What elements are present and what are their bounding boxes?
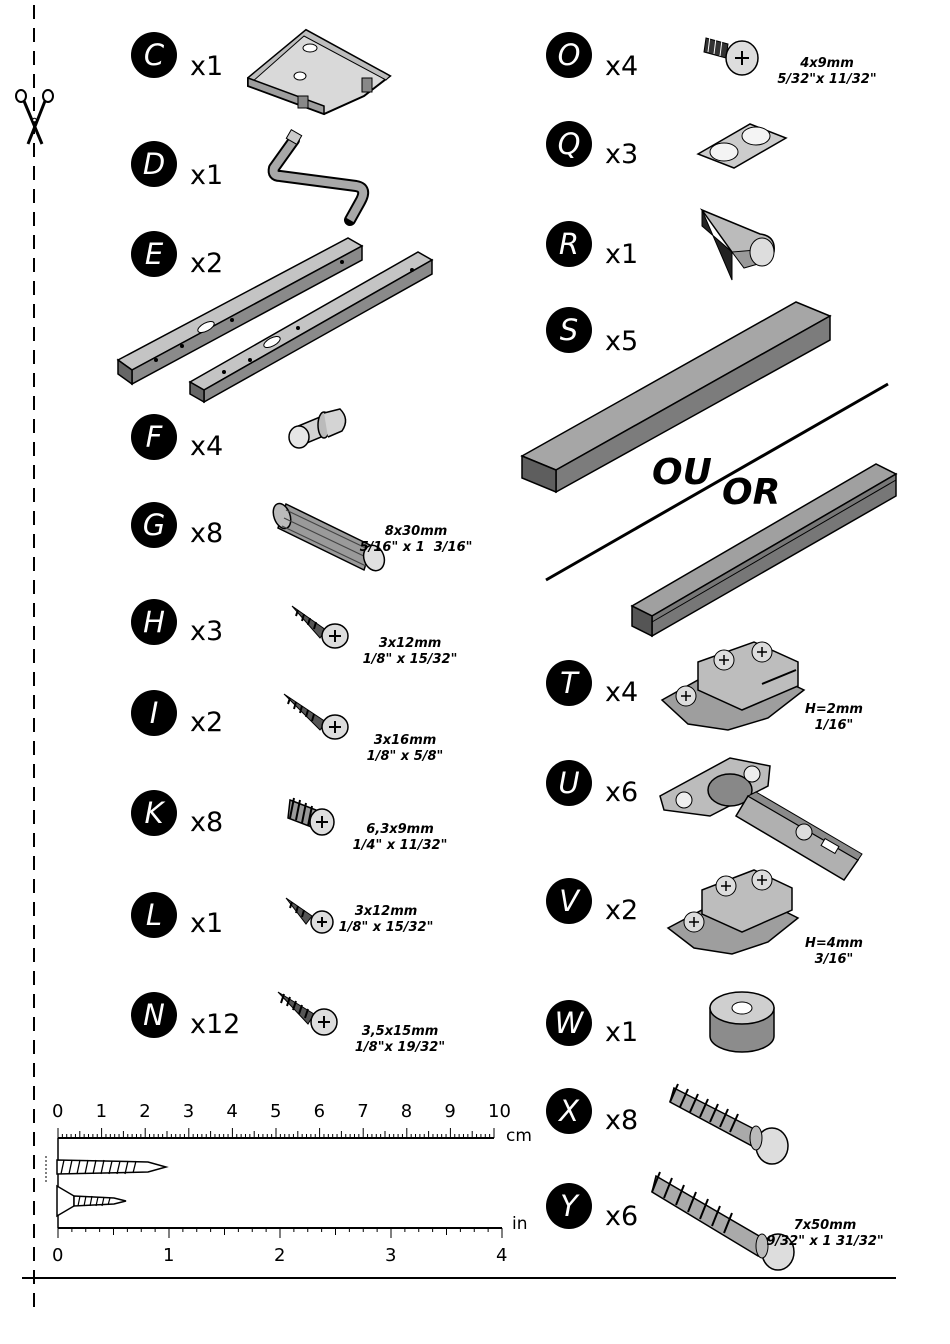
part-quantity: x6 xyxy=(605,777,639,808)
part-letter-badge: Y xyxy=(546,1183,592,1229)
ruler-cm-tick-label: 4 xyxy=(226,1101,238,1122)
part-quantity: x3 xyxy=(605,139,639,170)
part-quantity: x4 xyxy=(190,431,224,462)
screw-icon xyxy=(285,897,334,934)
screw-icon xyxy=(277,991,338,1036)
part-letter-badge: F xyxy=(131,414,177,460)
part-letter-badge: S xyxy=(546,307,592,353)
part-quantity: x2 xyxy=(190,248,224,279)
ruler-unit-in: in xyxy=(512,1214,528,1234)
ruler-cm-tick-label: 0 xyxy=(52,1101,64,1122)
ruler-in-tick-label: 4 xyxy=(496,1245,508,1266)
part-letter-badge: H xyxy=(131,599,177,645)
ruler-cm-tick-label: 2 xyxy=(139,1101,151,1122)
part-quantity: x1 xyxy=(190,51,224,82)
part-letter-badge: I xyxy=(131,690,177,736)
part-quantity: x5 xyxy=(605,326,639,357)
ruler-cm-tick-label: 1 xyxy=(95,1101,108,1122)
shelf-pin-icon xyxy=(288,408,347,449)
divider-line xyxy=(545,382,889,582)
part-quantity: x8 xyxy=(190,807,224,838)
screw-icon xyxy=(291,605,349,649)
part-letter-badge: R xyxy=(546,221,592,267)
profile-bar-icon xyxy=(520,301,832,494)
ruler-cm-tick-label: 7 xyxy=(357,1101,369,1122)
part-quantity: x8 xyxy=(605,1105,639,1136)
part-quantity: x3 xyxy=(190,616,224,647)
ruler-in-tick-label: 1 xyxy=(163,1245,175,1266)
crank-key-icon xyxy=(267,128,370,226)
part-letter-badge: U xyxy=(546,760,592,806)
hinge-icon xyxy=(659,757,863,881)
part-letter-badge: T xyxy=(546,660,592,706)
ruler-cm-tick-label: 8 xyxy=(400,1101,413,1122)
part-letter-badge: K xyxy=(131,790,177,836)
wall-plug-icon xyxy=(651,1171,795,1271)
part-quantity: x8 xyxy=(190,518,224,549)
wall-plug-icon xyxy=(669,1083,789,1165)
scissors-icon xyxy=(15,89,54,145)
screw-gauge-icon xyxy=(45,1156,169,1218)
part-quantity: x1 xyxy=(605,1017,639,1048)
bolt-icon xyxy=(703,35,759,76)
part-quantity: x6 xyxy=(605,1201,639,1232)
part-quantity: x2 xyxy=(190,707,224,738)
hinge-plate-icon xyxy=(660,641,806,731)
part-letter-badge: D xyxy=(131,141,177,187)
part-letter-badge: X xyxy=(546,1088,592,1134)
hinge-plate-icon xyxy=(666,869,800,955)
part-quantity: x1 xyxy=(190,160,224,191)
part-quantity: x1 xyxy=(190,908,224,939)
wood-dowel-icon xyxy=(272,502,386,572)
alternative-word-fr: OU xyxy=(652,452,712,493)
ruler-in-tick-label: 0 xyxy=(52,1245,64,1266)
part-letter-badge: N xyxy=(131,992,177,1038)
door-stop-icon xyxy=(699,208,775,281)
part-letter-badge: L xyxy=(131,892,177,938)
profile-bar-icon xyxy=(630,463,898,638)
part-letter-badge: E xyxy=(131,231,177,277)
ruler-cm-tick-label: 5 xyxy=(270,1101,282,1122)
corner-bracket-icon xyxy=(247,28,392,116)
part-quantity: x4 xyxy=(605,51,639,82)
ruler-unit-cm: cm xyxy=(506,1126,532,1146)
ruler-cm-tick-label: 6 xyxy=(313,1101,326,1122)
part-letter-badge: W xyxy=(546,1000,592,1046)
part-quantity: x1 xyxy=(605,239,639,270)
part-letter-badge: O xyxy=(546,32,592,78)
ruler-in-tick-label: 2 xyxy=(274,1245,286,1266)
ruler-cm-tick-label: 10 xyxy=(488,1101,511,1122)
screw-icon xyxy=(283,693,349,740)
part-quantity: x4 xyxy=(605,677,639,708)
spacer-ring-icon xyxy=(709,991,775,1053)
part-quantity: x12 xyxy=(190,1009,241,1040)
ruler-cm-tick-label: 3 xyxy=(182,1101,195,1122)
ruler-in-tick-label: 3 xyxy=(385,1245,397,1266)
bumper-pads-icon xyxy=(696,123,788,169)
euro-screw-icon xyxy=(287,797,335,836)
part-letter-badge: Q xyxy=(546,121,592,167)
alternative-word-en: OR xyxy=(722,472,781,513)
part-letter-badge: V xyxy=(546,878,592,924)
ruler-cm-tick-label: 9 xyxy=(444,1101,456,1122)
part-letter-badge: G xyxy=(131,502,177,548)
part-letter-badge: C xyxy=(131,32,177,78)
rail-bar-icon xyxy=(116,237,434,404)
part-quantity: x2 xyxy=(605,895,639,926)
